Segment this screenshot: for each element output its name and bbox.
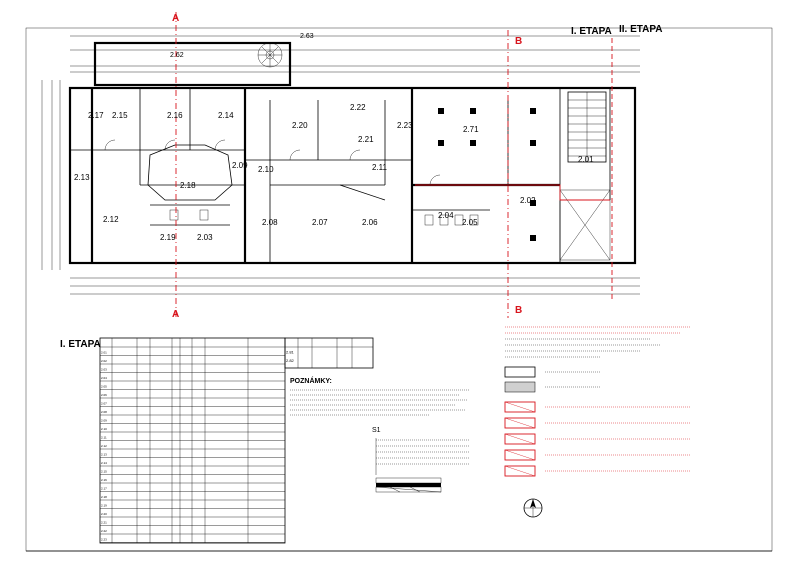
room-labels: 2.15 2.16 2.14 2.17 2.20 2.22 2.23 2.71 2.13 2.12… xyxy=(74,103,594,242)
room-label-2-12: 2.12 xyxy=(103,215,119,224)
notes-title: POZNÁMKY: xyxy=(290,376,332,385)
room-label-2-03: 2.03 xyxy=(197,233,213,242)
table-title: I. ETAPA xyxy=(60,339,101,350)
table-row-room-number: 2.20 xyxy=(101,512,107,516)
table-row-room-number: 2.01 xyxy=(101,351,107,355)
section-marker-b-bottom: B xyxy=(515,305,522,316)
stage-label-second: II. ETAPA xyxy=(619,24,663,35)
room-label-2-21: 2.21 xyxy=(358,135,374,144)
table-row-room-number: 2.02 xyxy=(101,359,107,363)
room-label-2-23: 2.23 xyxy=(397,121,413,130)
detail-label: S1 xyxy=(372,427,381,434)
stage-label-first: I. ETAPA xyxy=(571,26,612,37)
table-row-room-number: 2.05 xyxy=(101,385,107,389)
room-label-2-06: 2.06 xyxy=(362,218,378,227)
table-row-room-number: 2.15 xyxy=(101,470,107,474)
table-row-room-number: 2.13 xyxy=(101,453,107,457)
room-label-2-19: 2.19 xyxy=(160,233,176,242)
table-row-room-number: 2.19 xyxy=(101,504,107,508)
terrace-outline xyxy=(93,41,292,87)
table-row-room-number: 2.08 xyxy=(101,410,107,414)
table-row-room-number: 2.12 xyxy=(101,444,107,448)
plan xyxy=(41,12,640,318)
table-right-row-room-number: 2.82 xyxy=(286,358,295,363)
room-label-2-09: 2.09 xyxy=(232,161,248,170)
table-row-room-number: 2.17 xyxy=(101,487,107,491)
room-label-2-14: 2.14 xyxy=(218,111,234,120)
room-label-2-15: 2.15 xyxy=(112,111,128,120)
section-marker-a-bottom: A xyxy=(172,309,179,320)
north-arrow-icon xyxy=(523,498,543,518)
table-row-room-number: 2.09 xyxy=(101,419,107,423)
section-marker-a-top: A xyxy=(172,13,179,24)
legend xyxy=(504,326,690,477)
room-label-2-08: 2.08 xyxy=(262,218,278,227)
room-label-2-04: 2.04 xyxy=(438,211,454,220)
room-label-2-17: 2.17 xyxy=(88,111,104,120)
room-label-2-05: 2.05 xyxy=(462,218,478,227)
table-row-room-number: 2.21 xyxy=(101,521,107,525)
notes-text-block xyxy=(290,389,470,416)
dim-terrace: 2.62 xyxy=(170,52,184,59)
central-lobby xyxy=(147,144,233,201)
section-marker-b-top: B xyxy=(515,36,522,47)
table-row-room-number: 2.07 xyxy=(101,402,107,406)
table-row-room-number: 2.03 xyxy=(101,368,107,372)
table-right-row-room-number: 2.81 xyxy=(286,350,295,355)
table-row-room-number: 2.18 xyxy=(101,495,107,499)
dim-north: 2.63 xyxy=(300,33,314,40)
room-label-2-71: 2.71 xyxy=(463,125,479,134)
table-row-room-number: 2.16 xyxy=(101,478,107,482)
room-label-2-22: 2.22 xyxy=(350,103,366,112)
room-label-2-10: 2.10 xyxy=(258,165,274,174)
room-label-2-01: 2.01 xyxy=(578,155,594,164)
room-label-2-20: 2.20 xyxy=(292,121,308,130)
room-label-2-16: 2.16 xyxy=(167,111,183,120)
room-schedule-table: 2.01 2.02 2.03 2.04 2.05 2.06 2.07 2.08 2.09 2.10… xyxy=(99,337,374,544)
room-label-2-13: 2.13 xyxy=(74,173,90,182)
room-label-2-18: 2.18 xyxy=(180,181,196,190)
room-label-2-07: 2.07 xyxy=(312,218,328,227)
building-outline xyxy=(68,86,637,265)
detail-s1 xyxy=(375,438,470,493)
room-label-2-11: 2.11 xyxy=(372,163,388,172)
table-row-room-number: 2.14 xyxy=(101,461,107,465)
table-row-room-number: 2.06 xyxy=(101,393,107,397)
table-row-room-number: 2.22 xyxy=(101,529,107,533)
sheet-border xyxy=(25,27,773,552)
table-row-room-number: 2.11 xyxy=(101,436,107,440)
table-row-room-number: 2.04 xyxy=(101,376,107,380)
table-row-room-number: 2.10 xyxy=(101,427,107,431)
room-label-2-02: 2.02 xyxy=(520,196,536,205)
table-row-room-number: 2.23 xyxy=(101,538,107,542)
